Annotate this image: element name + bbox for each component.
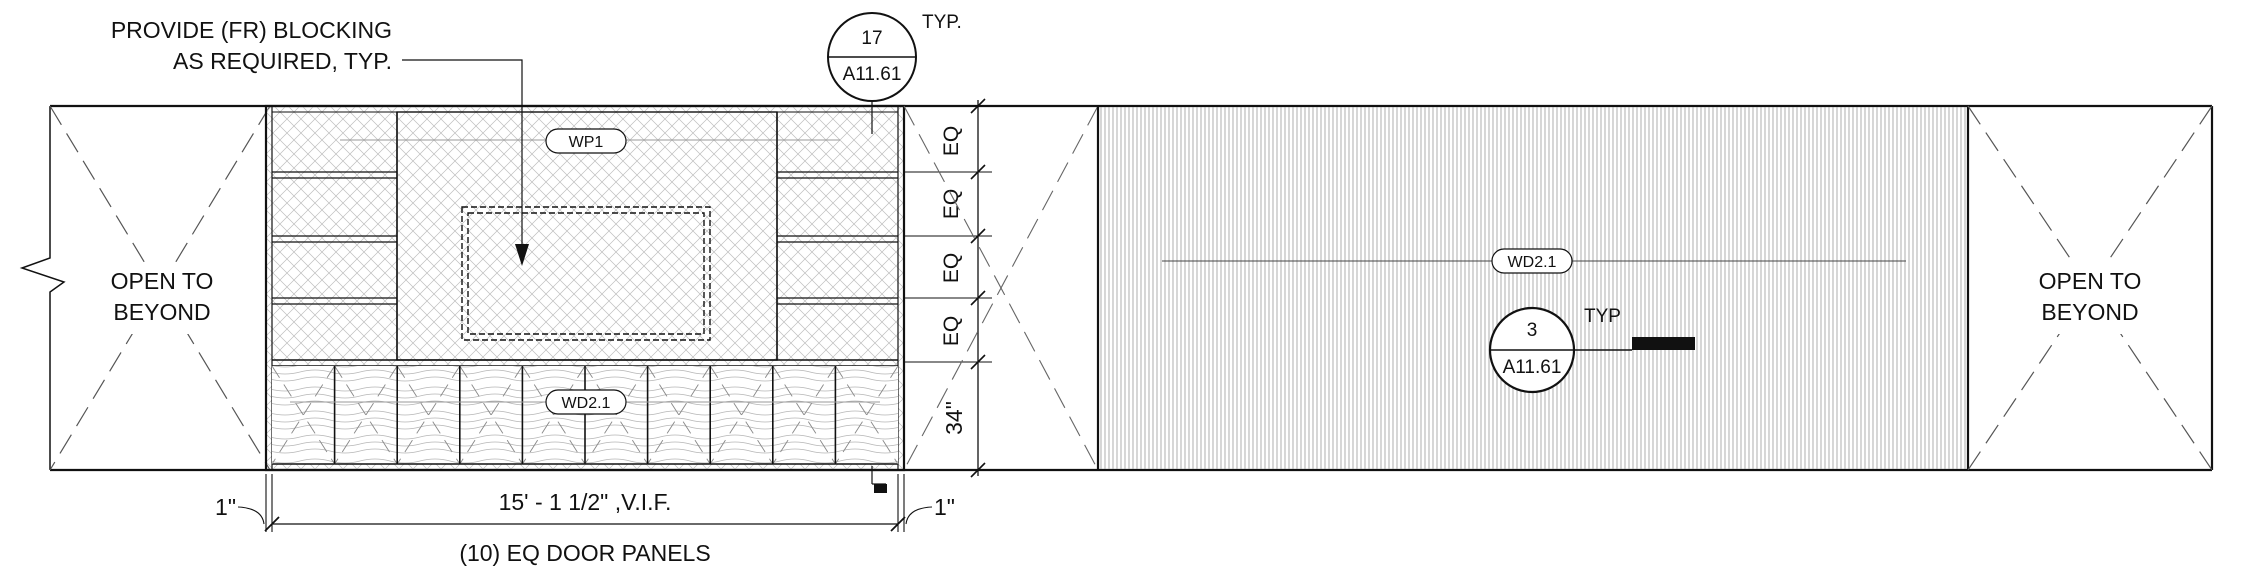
blocking-note-line2: AS REQUIRED, TYP. (173, 48, 392, 74)
leader-arrow-icon (515, 244, 529, 266)
dim-tick (970, 354, 986, 370)
base-cabinet: WD2.1 (271, 365, 899, 465)
wd-tag-left: WD2.1 (562, 395, 611, 412)
opening-right: OPEN TO BEYOND (1967, 105, 2213, 471)
dim-tick (970, 164, 986, 180)
door-swing-line (584, 365, 648, 465)
door-swing-line (334, 365, 398, 465)
wd-tag-right: WD2.1 (1508, 254, 1557, 271)
door-swing-line (459, 365, 523, 465)
dim-eq-2: EQ (940, 189, 963, 219)
door-swing-line (522, 365, 586, 465)
door-swing-line (709, 365, 774, 465)
blocking-note-line1: PROVIDE (FR) BLOCKING (111, 17, 392, 43)
dim-base-height: 34" (941, 401, 967, 435)
door-swing-line (772, 365, 836, 465)
opening-right-line2: BEYOND (2041, 299, 2138, 325)
opening-right-line1: OPEN TO (2039, 268, 2142, 294)
break-line (19, 106, 66, 470)
callout-3-number: 3 (1527, 320, 1538, 341)
door-swing-line (709, 365, 774, 465)
callout-3-typ: TYP (1584, 306, 1621, 327)
door-swing-line (334, 365, 398, 465)
detail-callout-3: 3 A11.61 TYP (1488, 306, 1695, 394)
dim-width: 15' - 1 1/2" ,V.I.F. (499, 489, 672, 515)
dim-eq-1: EQ (940, 126, 963, 156)
horizontal-dimension: 15' - 1 1/2" ,V.I.F. 1" 1" (10) EQ DOOR … (215, 474, 955, 566)
callout-top-typ: TYP. (922, 12, 962, 33)
callout-3-sheet: A11.61 (1503, 357, 1562, 378)
door-swing-line (271, 365, 335, 465)
door-swing-line (835, 365, 899, 465)
door-swing-line (396, 365, 461, 465)
door-swing-line (396, 365, 461, 465)
dim-right-offset: 1" (934, 494, 955, 520)
door-swing-line (459, 365, 523, 465)
shelves-right (776, 112, 898, 360)
door-swing-line (522, 365, 586, 465)
vertical-dimensions: EQ EQ EQ EQ 34" (904, 98, 992, 478)
shelves-left (272, 112, 398, 360)
slat-wall: WD2.1 (1096, 105, 1970, 471)
dim-tick (970, 98, 986, 114)
dim-left-offset: 1" (215, 494, 236, 520)
opening-left-line2: BEYOND (113, 299, 210, 325)
detail-callout-top: 17 A11.61 TYP. (827, 12, 962, 134)
callout-top-sheet: A11.61 (843, 64, 902, 85)
dim-tick (970, 228, 986, 244)
dim-door-panels: (10) EQ DOOR PANELS (459, 540, 710, 566)
dim-tick (970, 290, 986, 306)
opening-left: OPEN TO BEYOND (49, 105, 271, 471)
dim-eq-4: EQ (940, 316, 963, 346)
door-swing-line (584, 365, 648, 465)
callout-top-number: 17 (861, 28, 882, 49)
dim-eq-3: EQ (940, 253, 963, 283)
door-swing-line (772, 365, 836, 465)
door-swing-line (647, 365, 711, 465)
door-swing-line (271, 365, 335, 465)
blocking-note: PROVIDE (FR) BLOCKING AS REQUIRED, TYP. (111, 17, 529, 266)
blocking-outline (461, 206, 711, 341)
opening-middle (903, 105, 1099, 471)
opening-left-line1: OPEN TO (111, 268, 214, 294)
dim-tick (970, 462, 986, 478)
hinge-symbol (871, 466, 887, 493)
door-swing-line (647, 365, 711, 465)
wp1-tag: WP1 (569, 134, 604, 151)
door-swing-line (835, 365, 899, 465)
